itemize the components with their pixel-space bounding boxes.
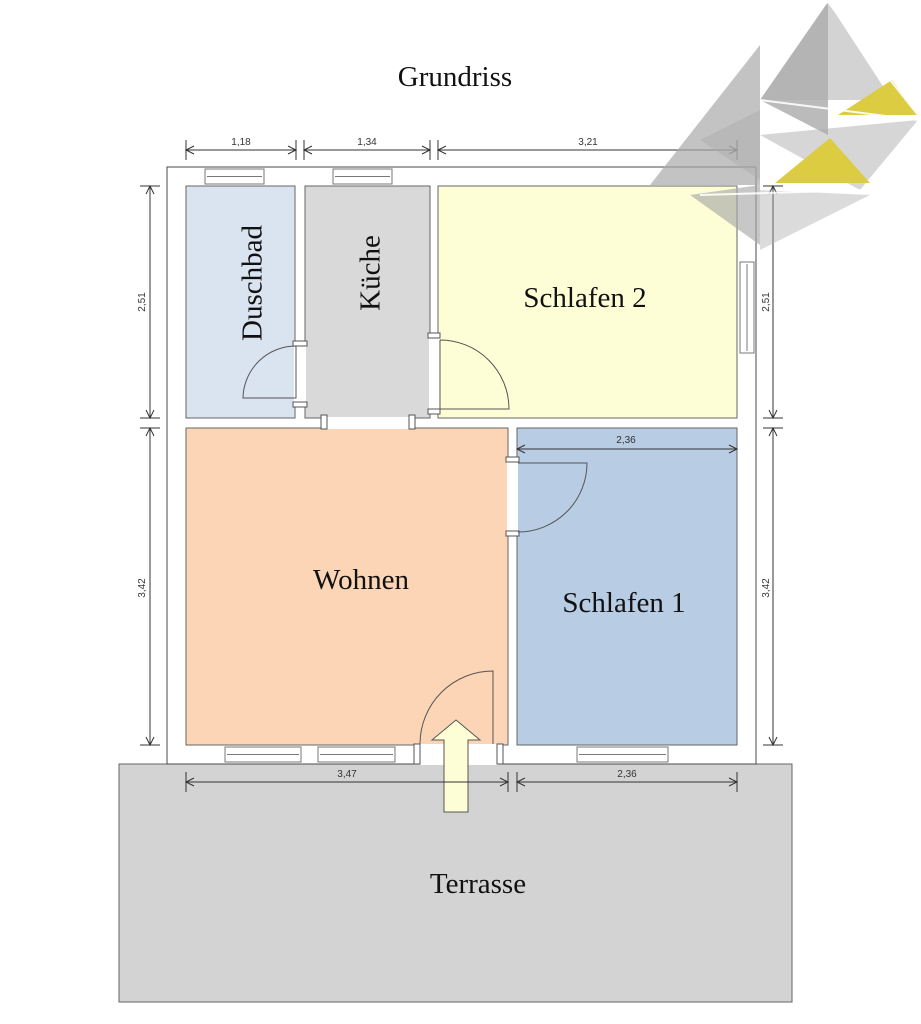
- dimension-schlafen1-width: 2,36: [515, 435, 739, 454]
- door-swings: [242, 339, 588, 745]
- door-gap-duschbad: [294, 345, 306, 403]
- door-gap-schlafen1: [507, 462, 518, 532]
- wohnen-label: Wohnen: [313, 564, 409, 596]
- door-gap-kueche: [326, 417, 410, 429]
- windows: [204, 168, 755, 763]
- room-duschbad: [185, 185, 296, 419]
- kueche-label: Küche: [355, 235, 387, 311]
- dim-bottom-schlafen1: 2,36: [617, 769, 637, 780]
- dim-top-duschbad: 1,18: [231, 137, 251, 148]
- dimensions-top: 1,18 1,34 3,21: [184, 137, 739, 160]
- room-schlafen2: [437, 185, 738, 419]
- dim-top-schlafen2: 3,21: [578, 137, 598, 148]
- dimensions-bottom: 3,47 2,36: [184, 769, 739, 792]
- dim-left-upper: 2,51: [137, 292, 148, 312]
- room-wohnen: [185, 427, 509, 746]
- plan-title: Grundriss: [398, 61, 512, 93]
- door-gap-schlafen2: [429, 338, 439, 410]
- door-swing-duschbad: [242, 345, 297, 399]
- dim-schlafen1-width: 2,36: [616, 435, 636, 446]
- triangle-logo-icon: [650, 0, 919, 250]
- dimensions-left: 2,51 3,42: [137, 184, 160, 747]
- terrasse-label: Terrasse: [430, 868, 526, 900]
- dim-left-lower: 3,42: [137, 578, 148, 598]
- duschbad-label: Duschbad: [237, 225, 269, 341]
- dim-top-kueche: 1,34: [357, 137, 377, 148]
- dim-bottom-wohnen: 3,47: [337, 769, 357, 780]
- schlafen2-label: Schlafen 2: [523, 282, 646, 314]
- room-kueche: [304, 185, 431, 419]
- entrance-arrow-icon: [430, 719, 482, 813]
- door-swing-entrance: [419, 670, 494, 745]
- dim-right-upper: 2,51: [761, 292, 772, 312]
- door-swing-schlafen1: [517, 462, 588, 533]
- dimensions-right: 2,51 3,42: [761, 184, 783, 747]
- schlafen1-label: Schlafen 1: [562, 587, 685, 619]
- dim-right-lower: 3,42: [761, 578, 772, 598]
- room-schlafen1: [516, 427, 738, 746]
- door-jambs: [292, 332, 520, 765]
- door-swing-schlafen2: [439, 339, 510, 410]
